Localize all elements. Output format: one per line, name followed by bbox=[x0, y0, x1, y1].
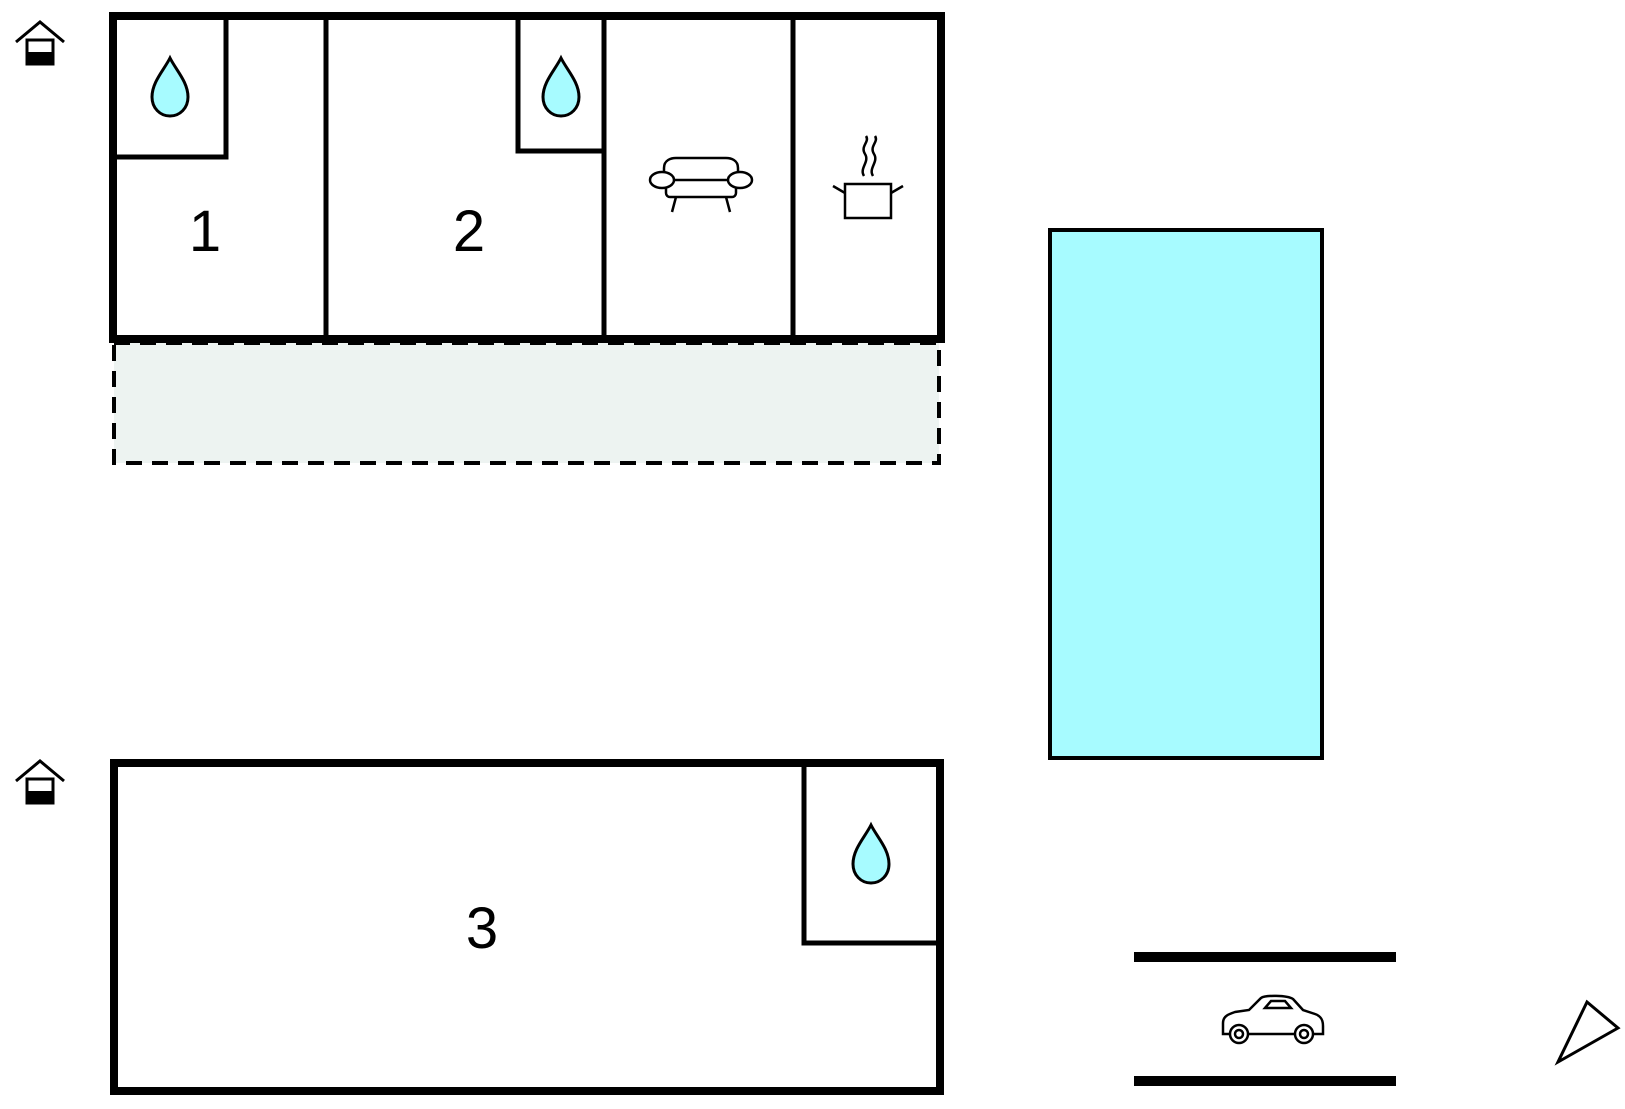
cooking-pot-icon bbox=[832, 135, 904, 220]
lower-building bbox=[110, 759, 944, 1095]
car-icon bbox=[1221, 994, 1325, 1045]
house-entrance-icon bbox=[14, 759, 66, 805]
room-number-1: 1 bbox=[189, 199, 221, 264]
sofa-icon bbox=[648, 156, 754, 213]
parking-area bbox=[1134, 952, 1396, 1086]
room-number-3: 3 bbox=[466, 896, 498, 961]
upper-building bbox=[109, 12, 945, 343]
swimming-pool bbox=[1048, 228, 1324, 760]
compass-arrow-icon bbox=[1554, 999, 1621, 1066]
room-number-2: 2 bbox=[453, 199, 485, 264]
terrace bbox=[112, 341, 941, 465]
house-entrance-icon bbox=[14, 20, 66, 66]
